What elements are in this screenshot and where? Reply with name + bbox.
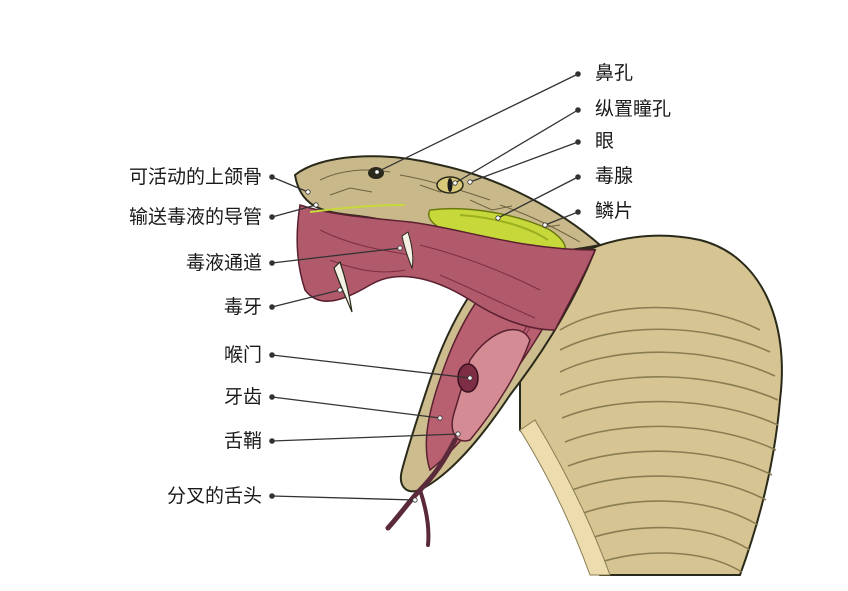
label-venom-channel-anchor-dot <box>269 260 275 266</box>
label-movable-maxilla-leader <box>271 176 309 193</box>
label-venom-gland-leader <box>497 176 579 219</box>
label-glottis-anchor-dot <box>269 352 275 358</box>
label-venom-duct-target-dot <box>313 202 319 208</box>
label-forked-tongue-target-dot <box>412 497 418 503</box>
label-venom-channel-target-dot <box>397 245 403 251</box>
label-venom-gland-anchor-dot <box>575 174 581 180</box>
label-glottis-leader <box>271 354 471 379</box>
label-tongue-sheath-anchor-dot <box>269 438 275 444</box>
label-scales: 鳞片 <box>595 200 634 222</box>
label-vertical-pupil-anchor-dot <box>575 107 581 113</box>
label-glottis: 喉门 <box>223 344 262 366</box>
label-venom-duct: 输送毒液的导管 <box>128 206 262 228</box>
label-fang-anchor-dot <box>269 304 275 310</box>
upper-mouth <box>296 204 597 331</box>
label-nostril-anchor-dot <box>575 71 581 77</box>
label-scales-leader <box>544 211 579 226</box>
label-forked-tongue-anchor-dot <box>269 493 275 499</box>
label-tongue-sheath-target-dot <box>455 431 461 437</box>
label-movable-maxilla-anchor-dot <box>269 174 275 180</box>
label-tongue-sheath: 舌鞘 <box>223 430 262 452</box>
label-venom-channel-leader <box>271 247 401 264</box>
label-venom-duct-anchor-dot <box>269 214 275 220</box>
label-venom-channel: 毒液通道 <box>185 252 262 274</box>
label-tongue-sheath-leader <box>271 433 459 442</box>
label-eye-target-dot <box>467 179 473 185</box>
label-venom-gland: 毒腺 <box>595 165 634 187</box>
label-fang-target-dot <box>337 287 343 293</box>
label-vertical-pupil-target-dot <box>452 180 458 186</box>
label-glottis-target-dot <box>467 375 473 381</box>
label-vertical-pupil-leader <box>454 109 579 184</box>
label-movable-maxilla-target-dot <box>305 189 311 195</box>
label-venom-gland-target-dot <box>495 215 501 221</box>
forked-tongue <box>385 437 458 547</box>
label-movable-maxilla: 可活动的上颌骨 <box>128 166 262 188</box>
fang <box>333 231 414 313</box>
label-forked-tongue: 分叉的舌头 <box>166 485 262 507</box>
label-eye: 眼 <box>595 130 615 152</box>
label-fang-leader <box>271 289 341 308</box>
label-nostril-target-dot <box>374 169 380 175</box>
label-teeth-leader <box>271 396 441 419</box>
label-vertical-pupil: 纵置瞳孔 <box>595 98 672 120</box>
label-scales-target-dot <box>542 222 548 228</box>
label-teeth: 牙齿 <box>223 386 262 408</box>
label-fang: 毒牙 <box>223 296 262 318</box>
snake-neck <box>519 234 783 576</box>
label-eye-anchor-dot <box>575 139 581 145</box>
label-teeth-anchor-dot <box>269 394 275 400</box>
label-scales-anchor-dot <box>575 209 581 215</box>
label-nostril: 鼻孔 <box>595 62 634 84</box>
label-venom-duct-leader <box>271 204 317 218</box>
label-nostril-leader <box>376 73 579 173</box>
label-eye-leader <box>469 141 579 183</box>
label-forked-tongue-leader <box>271 495 416 501</box>
label-teeth-target-dot <box>437 415 443 421</box>
